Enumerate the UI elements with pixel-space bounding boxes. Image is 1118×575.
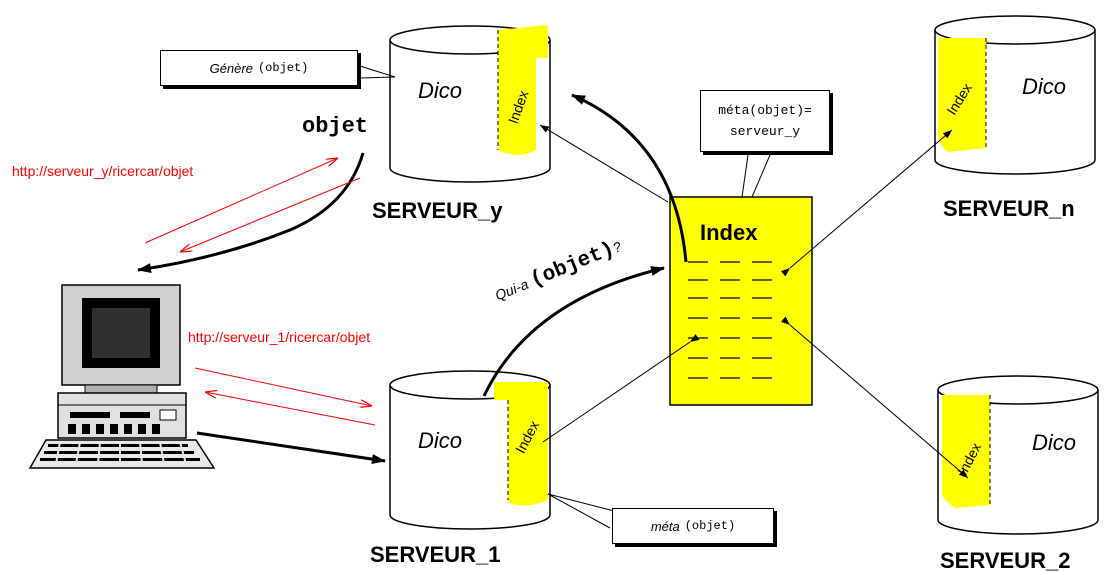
callout-meta-bottom-verb: méta bbox=[650, 518, 680, 534]
link-index-to-server-1 bbox=[542, 334, 700, 443]
red-arrow-request-1 bbox=[194, 367, 372, 406]
callout-meta-top: méta(objet)= serveur_y bbox=[700, 90, 830, 152]
callout-meta-top-tail-1 bbox=[741, 154, 749, 198]
central-index-title: Index bbox=[700, 220, 758, 245]
server-1-dico-label: Dico bbox=[418, 428, 463, 453]
server-1-index-tab bbox=[494, 382, 548, 506]
server-1-cylinder bbox=[389, 370, 551, 530]
callout-genere-arg: (objet) bbox=[257, 61, 309, 75]
server-n-index-tab bbox=[938, 38, 986, 152]
arrow-server-y-to-computer bbox=[137, 152, 365, 274]
arrow-index-to-server-y bbox=[571, 93, 688, 263]
callout-meta-top-line2: serveur_y bbox=[729, 124, 801, 139]
url-serveur-y: http://serveur_y/ricercar/objet bbox=[12, 163, 194, 179]
server-n-cylinder bbox=[934, 15, 1096, 175]
callout-meta-bottom-arg: (objet) bbox=[684, 519, 736, 533]
callout-genere-tail bbox=[359, 65, 396, 79]
server-2-label: SERVEUR_2 bbox=[940, 548, 1071, 573]
red-arrow-response-y bbox=[180, 177, 361, 252]
objet-label: objet bbox=[302, 114, 369, 139]
link-index-to-server-n bbox=[780, 129, 953, 277]
link-index-to-server-y bbox=[539, 124, 669, 203]
arrow-computer-to-server-1 bbox=[196, 431, 386, 465]
callout-meta-top-line1: méta(objet)= bbox=[718, 103, 812, 118]
red-arrow-response-1 bbox=[205, 392, 376, 426]
server-y-dico-label: Dico bbox=[418, 78, 463, 103]
arrow-query-to-index bbox=[482, 266, 665, 397]
server-n-dico-label: Dico bbox=[1022, 74, 1067, 99]
callout-meta-bottom: méta (objet) bbox=[612, 508, 774, 544]
workstation-icon bbox=[28, 284, 216, 469]
index-links bbox=[539, 124, 969, 479]
server-y-cylinder bbox=[389, 25, 551, 183]
callout-genere-verb: Génère bbox=[209, 60, 253, 76]
server-y-index-tab bbox=[498, 25, 548, 155]
red-arrow-request-y bbox=[144, 158, 338, 244]
server-n-label: SERVEUR_n bbox=[943, 196, 1075, 221]
callout-meta-bottom-tail bbox=[547, 493, 619, 529]
server-1-label: SERVEUR_1 bbox=[370, 542, 501, 567]
server-2-dico-label: Dico bbox=[1032, 430, 1077, 455]
callout-genere: Génère (objet) bbox=[160, 50, 358, 86]
link-index-to-server-2 bbox=[780, 316, 969, 479]
server-y-label: SERVEUR_y bbox=[372, 198, 503, 223]
url-serveur-1: http://serveur_1/ricercar/objet bbox=[188, 329, 371, 345]
callout-meta-top-tail-2 bbox=[751, 154, 771, 198]
